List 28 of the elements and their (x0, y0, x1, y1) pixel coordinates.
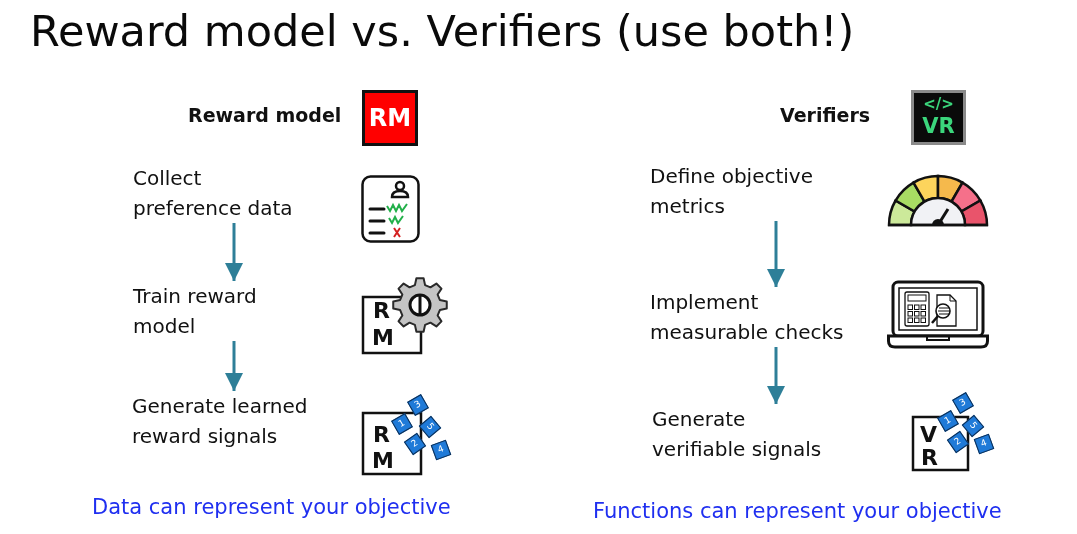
footer-note: Functions can represent your objective (593, 499, 1002, 525)
icon-letter: R (373, 424, 390, 446)
arrow (767, 221, 785, 287)
number-tile: 4 (973, 433, 995, 455)
icon-letter: M (372, 327, 394, 349)
column-heading: Reward model (188, 104, 342, 127)
icon-letter: M (372, 450, 394, 472)
icon-letter: V (920, 424, 938, 446)
tag-letters: VR (922, 116, 955, 137)
arrow (225, 341, 243, 391)
step-text: Collect preference data (133, 163, 315, 223)
number-tile: 3 (952, 392, 974, 414)
number-tile: 4 (430, 439, 452, 461)
model-tag: RM (362, 90, 418, 146)
step-text: Generate learned reward signals (132, 391, 332, 451)
step-text: Define objective metrics (650, 161, 836, 221)
number-tile: 3 (407, 394, 429, 416)
step-text: Generate verifiable signals (652, 404, 844, 464)
code-symbol: </> (923, 97, 954, 112)
arrow (225, 223, 243, 281)
icon-letter: R (373, 300, 390, 322)
column-heading: Verifiers (780, 104, 871, 127)
footer-note: Data can represent your objective (92, 495, 451, 521)
step-text: Implement measurable checks (650, 287, 872, 347)
step-text: Train reward model (133, 281, 315, 341)
title: Reward model vs. Verifiers (use both!) (30, 7, 855, 57)
icon-letter: R (921, 447, 938, 469)
arrow (767, 347, 785, 404)
